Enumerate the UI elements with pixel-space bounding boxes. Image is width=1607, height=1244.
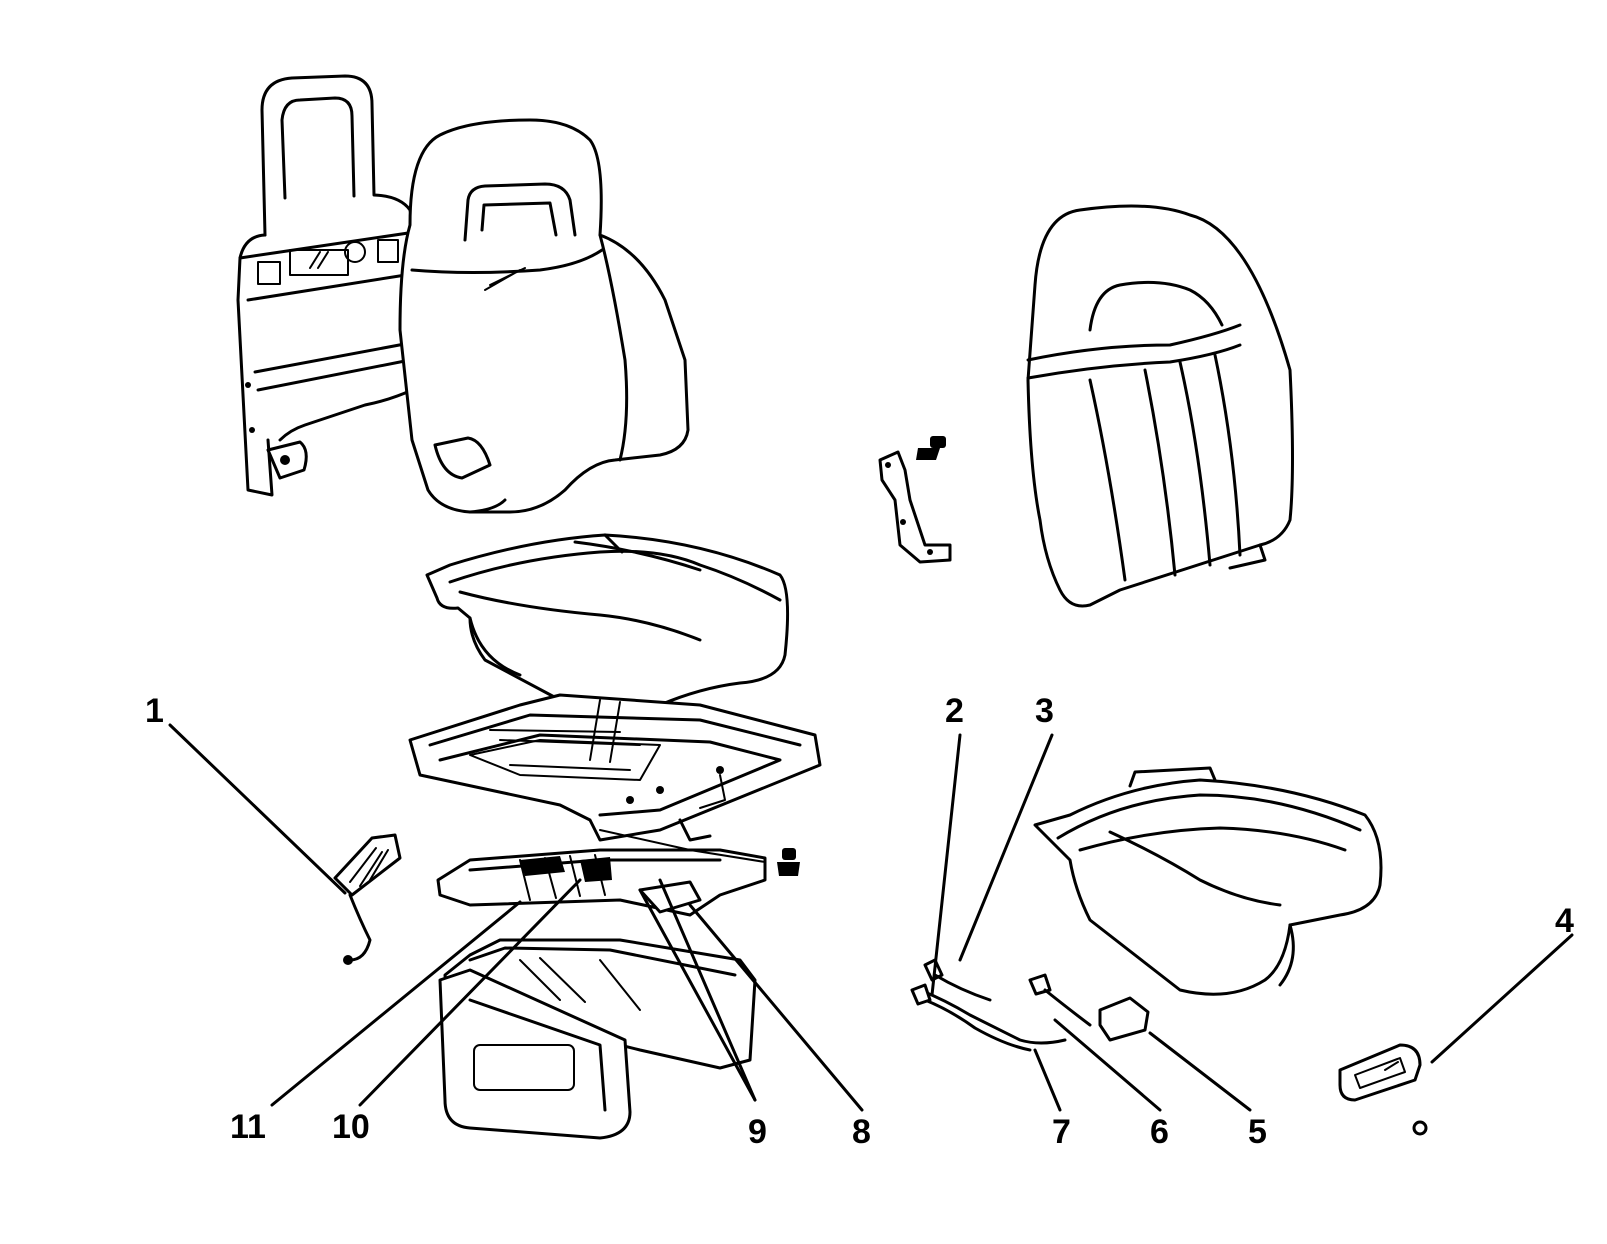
callout-9: 9 — [748, 1113, 767, 1151]
callout-5: 5 — [1248, 1113, 1267, 1151]
seat-pan-frame — [408, 693, 822, 842]
seat-back-high — [398, 118, 690, 514]
callout-4: 4 — [1555, 902, 1574, 940]
callout-2: 2 — [945, 692, 964, 730]
callout-labels: 1 2 3 4 5 6 7 8 9 10 11 — [145, 692, 1574, 1151]
seat-riser — [438, 938, 757, 1140]
seat-adjuster — [436, 829, 767, 917]
callout-11: 11 — [230, 1108, 266, 1146]
callout-1: 1 — [145, 692, 164, 730]
callout-7: 7 — [1052, 1113, 1071, 1151]
seat-back-frame — [236, 74, 420, 497]
callout-8: 8 — [852, 1113, 871, 1151]
switch-bezel — [1338, 1043, 1428, 1136]
seat-cushion-bench — [1033, 766, 1383, 996]
callout-3: 3 — [1035, 692, 1054, 730]
leader-lines — [168, 723, 1574, 1112]
adjuster-lever — [333, 833, 402, 965]
callout-6: 6 — [1150, 1113, 1169, 1151]
wiring-harness — [910, 958, 1150, 1052]
seat-back-bench — [1026, 204, 1294, 608]
adjuster-bolt — [777, 848, 800, 876]
callout-10: 10 — [332, 1108, 370, 1146]
seat-cushion-center — [425, 533, 790, 713]
hinge-bracket — [878, 436, 952, 564]
